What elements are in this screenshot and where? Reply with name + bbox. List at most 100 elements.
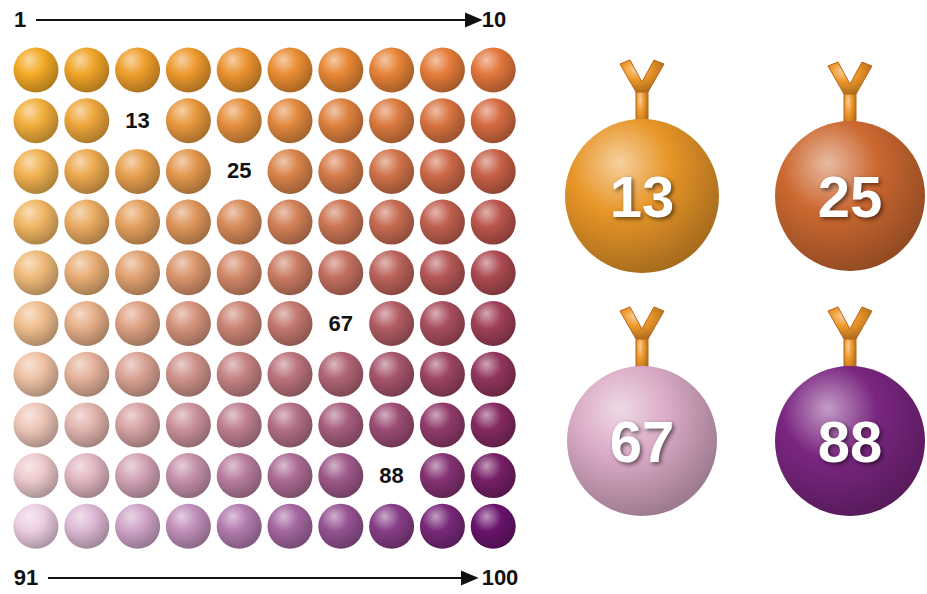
bead-sphere	[318, 48, 363, 93]
bead-sphere	[14, 504, 59, 549]
bead-number: 88	[818, 408, 883, 475]
bead-sphere	[420, 250, 465, 295]
bead-sphere	[268, 402, 313, 447]
bead-sphere	[64, 402, 109, 447]
antibody-symbol	[828, 62, 872, 130]
bead-sphere	[64, 504, 109, 549]
bead-sphere	[14, 250, 59, 295]
bead-sphere	[268, 149, 313, 194]
bead-sphere	[369, 352, 414, 397]
scale-number: 100	[482, 565, 519, 591]
scale-number: 91	[14, 565, 38, 591]
bead-sphere	[471, 48, 516, 93]
bead-sphere	[217, 48, 262, 93]
bead-sphere	[369, 48, 414, 93]
bead-sphere	[268, 200, 313, 245]
bead-sphere	[369, 250, 414, 295]
bead-sphere	[471, 149, 516, 194]
scale-number: 1	[14, 7, 26, 33]
bead-sphere	[420, 453, 465, 498]
bead-sphere	[471, 250, 516, 295]
bead-number: 88	[379, 463, 403, 489]
bead-number: 25	[818, 163, 883, 230]
bead-sphere	[268, 250, 313, 295]
antibody-bead: 88	[774, 365, 926, 517]
bead-sphere	[166, 250, 211, 295]
antibody-symbol	[828, 307, 872, 375]
bead-sphere	[115, 402, 160, 447]
arrow-head	[466, 14, 480, 26]
bead-sphere	[115, 453, 160, 498]
bead-sphere	[268, 98, 313, 143]
bead-sphere	[369, 504, 414, 549]
bead-sphere	[318, 250, 363, 295]
bead-sphere	[115, 301, 160, 346]
bead-sphere	[14, 200, 59, 245]
bead-sphere	[318, 453, 363, 498]
bead-sphere	[64, 453, 109, 498]
antibody-symbol	[620, 307, 664, 375]
antibody-bead: 25	[774, 120, 926, 272]
bead-sphere	[420, 149, 465, 194]
bead-sphere	[166, 301, 211, 346]
bead-sphere	[268, 352, 313, 397]
bead-sphere	[471, 200, 516, 245]
bead-sphere	[471, 453, 516, 498]
bead-sphere	[217, 453, 262, 498]
bead-sphere	[115, 352, 160, 397]
bead-sphere	[420, 352, 465, 397]
antibody-bead: 67	[566, 365, 718, 517]
bead-sphere	[166, 98, 211, 143]
bead-sphere	[64, 352, 109, 397]
bead-sphere	[268, 504, 313, 549]
bead-sphere	[14, 352, 59, 397]
bead-sphere	[268, 48, 313, 93]
bead-sphere	[369, 402, 414, 447]
bead-sphere	[318, 504, 363, 549]
scale-arrow	[48, 577, 466, 579]
bead-sphere	[14, 48, 59, 93]
bead-sphere	[471, 402, 516, 447]
antibody-symbol	[620, 60, 664, 128]
bead-sphere	[268, 453, 313, 498]
bead-sphere	[217, 504, 262, 549]
arrow-head	[462, 572, 476, 584]
bead-sphere	[369, 149, 414, 194]
bead-sphere	[217, 250, 262, 295]
bead-sphere	[318, 149, 363, 194]
bead-number: 13	[610, 163, 675, 230]
bead-sphere	[14, 402, 59, 447]
bead-sphere	[420, 504, 465, 549]
bead-sphere	[166, 504, 211, 549]
bead-sphere	[217, 402, 262, 447]
bead-sphere	[420, 48, 465, 93]
antibody-bead: 13	[564, 118, 720, 274]
bead-sphere	[166, 200, 211, 245]
bead-sphere	[369, 200, 414, 245]
bead-sphere	[64, 301, 109, 346]
bead-sphere	[166, 402, 211, 447]
bead-sphere	[166, 453, 211, 498]
bead-number: 25	[227, 158, 251, 184]
bead-sphere	[471, 98, 516, 143]
bead-sphere	[217, 301, 262, 346]
bead-sphere	[64, 48, 109, 93]
bead-sphere	[217, 98, 262, 143]
bead-number: 67	[610, 408, 675, 475]
bead-sphere	[318, 200, 363, 245]
bead-sphere	[166, 48, 211, 93]
bead-sphere	[115, 48, 160, 93]
bead-sphere	[115, 200, 160, 245]
bead-sphere	[14, 301, 59, 346]
bead-sphere	[369, 98, 414, 143]
bead-sphere	[115, 250, 160, 295]
bead-sphere	[471, 504, 516, 549]
bead-sphere	[318, 352, 363, 397]
bead-sphere	[64, 200, 109, 245]
bead-sphere	[14, 149, 59, 194]
bead-sphere	[471, 301, 516, 346]
bead-sphere	[217, 200, 262, 245]
bead-sphere	[115, 504, 160, 549]
bead-sphere	[420, 98, 465, 143]
